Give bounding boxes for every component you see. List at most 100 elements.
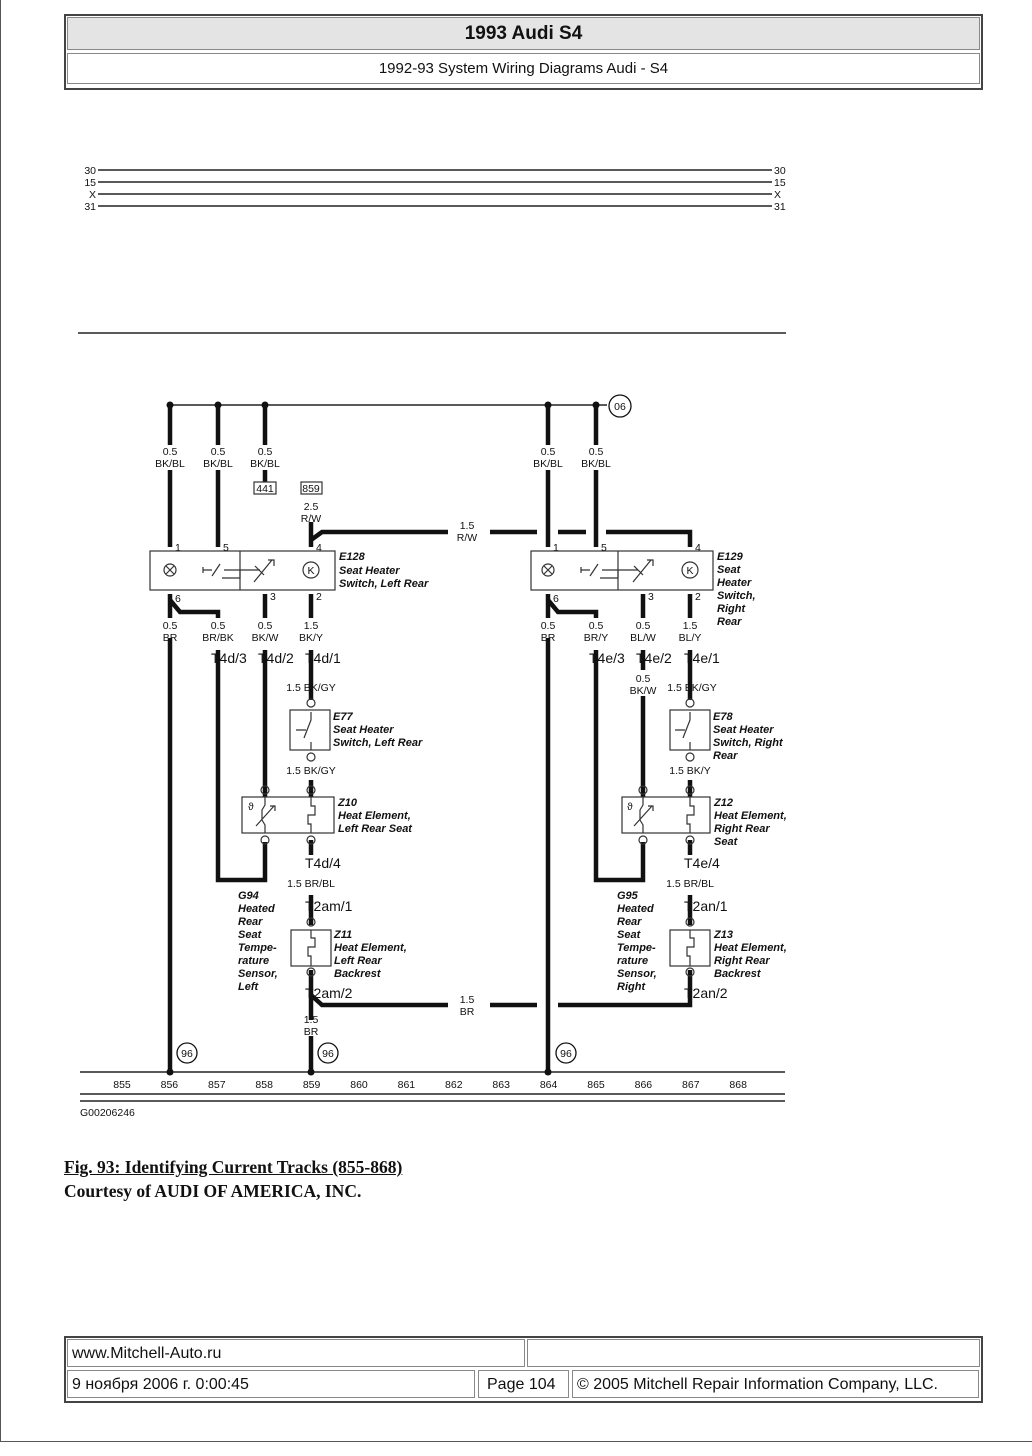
svg-text:Backrest: Backrest bbox=[714, 968, 762, 980]
svg-text:K: K bbox=[307, 565, 314, 577]
svg-text:96: 96 bbox=[181, 1048, 193, 1060]
sensor-g94-label: G94 Heated Rear Seat Tempe- rature Senso… bbox=[238, 890, 278, 993]
svg-text:3: 3 bbox=[648, 591, 654, 603]
ground-point-96-b: 96 bbox=[317, 1042, 339, 1064]
svg-text:Seat Heater: Seat Heater bbox=[333, 724, 394, 736]
svg-text:1.5: 1.5 bbox=[683, 620, 698, 632]
figure-courtesy: Courtesy of AUDI OF AMERICA, INC. bbox=[64, 1181, 362, 1201]
switch-e77: E77 Seat Heater Switch, Left Rear bbox=[289, 698, 423, 762]
track-number: 862 bbox=[445, 1079, 463, 1091]
svg-text:Heat Element,: Heat Element, bbox=[338, 810, 411, 822]
svg-text:BR: BR bbox=[460, 1006, 475, 1018]
svg-text:Left Rear: Left Rear bbox=[334, 955, 382, 967]
svg-text:Rear: Rear bbox=[713, 750, 738, 762]
svg-text:R/W: R/W bbox=[301, 513, 322, 525]
connector-t2an1: T2an/1 bbox=[684, 898, 728, 914]
svg-text:K: K bbox=[686, 565, 693, 577]
svg-text:1.5 BR/BL: 1.5 BR/BL bbox=[666, 878, 714, 890]
svg-text:Right: Right bbox=[717, 603, 746, 615]
svg-text:E129: E129 bbox=[717, 551, 744, 563]
svg-text:rature: rature bbox=[238, 955, 269, 967]
svg-text:G94: G94 bbox=[238, 890, 259, 902]
track-number: 866 bbox=[635, 1079, 653, 1091]
svg-text:Switch, Left Rear: Switch, Left Rear bbox=[339, 578, 429, 590]
svg-text:BK/W: BK/W bbox=[630, 685, 657, 697]
ref-circle-06: 06 bbox=[608, 394, 632, 418]
track-number: 858 bbox=[255, 1079, 273, 1091]
track-number: 857 bbox=[208, 1079, 226, 1091]
connector-t4d2: T4d/2 bbox=[258, 650, 294, 666]
connector-t4e3: T4e/3 bbox=[589, 650, 625, 666]
track-number: 861 bbox=[398, 1079, 416, 1091]
wires-top bbox=[167, 405, 693, 547]
svg-text:Sensor,: Sensor, bbox=[238, 968, 278, 980]
svg-text:0.5: 0.5 bbox=[211, 620, 226, 632]
page-subtitle: 1992-93 System Wiring Diagrams Audi - S4 bbox=[67, 53, 980, 84]
svg-text:BK/W: BK/W bbox=[252, 632, 279, 644]
bus-label-15: 15 bbox=[84, 177, 96, 189]
svg-text:Heater: Heater bbox=[717, 577, 752, 589]
svg-text:E128: E128 bbox=[339, 551, 366, 563]
svg-text:Tempe-: Tempe- bbox=[238, 942, 277, 954]
svg-text:G95: G95 bbox=[617, 890, 639, 902]
svg-text:Tempe-: Tempe- bbox=[617, 942, 656, 954]
svg-text:BR: BR bbox=[163, 632, 178, 644]
svg-text:6: 6 bbox=[553, 593, 559, 605]
track-number: 860 bbox=[350, 1079, 368, 1091]
connector-t4e1: T4e/1 bbox=[684, 650, 720, 666]
track-number: 856 bbox=[161, 1079, 179, 1091]
svg-text:5: 5 bbox=[223, 542, 229, 554]
svg-text:Heat Element,: Heat Element, bbox=[714, 810, 787, 822]
svg-text:0.5: 0.5 bbox=[163, 620, 178, 632]
track-number: 868 bbox=[729, 1079, 747, 1091]
footer-copyright: © 2005 Mitchell Repair Information Compa… bbox=[572, 1370, 979, 1398]
svg-text:Switch,: Switch, bbox=[717, 590, 756, 602]
svg-text:441: 441 bbox=[256, 483, 274, 495]
svg-text:BK/BL: BK/BL bbox=[203, 458, 233, 470]
svg-text:Rear: Rear bbox=[617, 916, 642, 928]
svg-text:E77: E77 bbox=[333, 711, 353, 723]
svg-text:Z13: Z13 bbox=[713, 929, 733, 941]
connector-t4d4: T4d/4 bbox=[305, 855, 341, 871]
svg-text:0.5: 0.5 bbox=[258, 620, 273, 632]
svg-text:0.5: 0.5 bbox=[258, 446, 273, 458]
page-footer: www.Mitchell-Auto.ru 9 ноября 2006 г. 0:… bbox=[64, 1336, 983, 1403]
svg-text:4: 4 bbox=[695, 542, 701, 554]
wires-left-lower bbox=[167, 594, 693, 1075]
svg-text:Right Rear: Right Rear bbox=[714, 955, 770, 967]
svg-text:Right: Right bbox=[617, 981, 646, 993]
svg-text:BK/Y: BK/Y bbox=[299, 632, 323, 644]
heat-element-z11: Z11 Heat Element, Left Rear Backrest bbox=[290, 917, 407, 980]
svg-text:BK/BL: BK/BL bbox=[533, 458, 563, 470]
track-number: 865 bbox=[587, 1079, 605, 1091]
svg-text:Backrest: Backrest bbox=[334, 968, 382, 980]
svg-text:0.5: 0.5 bbox=[636, 620, 651, 632]
connector-t4e4: T4e/4 bbox=[684, 855, 720, 871]
svg-text:0.5: 0.5 bbox=[211, 446, 226, 458]
figure-caption: Fig. 93: Identifying Current Tracks (855… bbox=[64, 1155, 402, 1203]
svg-text:ϑ: ϑ bbox=[627, 801, 633, 813]
track-number: 855 bbox=[113, 1079, 131, 1091]
ref-box-859: 859 bbox=[300, 481, 323, 495]
svg-text:Heat Element,: Heat Element, bbox=[334, 942, 407, 954]
footer-date: 9 ноября 2006 г. 0:00:45 bbox=[67, 1370, 475, 1398]
svg-text:1.5 BK/GY: 1.5 BK/GY bbox=[286, 765, 336, 777]
svg-text:BL/Y: BL/Y bbox=[679, 632, 702, 644]
svg-text:BR: BR bbox=[304, 1026, 319, 1038]
svg-text:BR/Y: BR/Y bbox=[584, 632, 609, 644]
svg-text:BR: BR bbox=[541, 632, 556, 644]
ref-box-441: 441 bbox=[253, 481, 277, 495]
bus-label-x-right: X bbox=[774, 189, 781, 201]
svg-text:0.5: 0.5 bbox=[541, 446, 556, 458]
connector-t2am1: T2am/1 bbox=[305, 898, 353, 914]
svg-text:0.5: 0.5 bbox=[589, 620, 604, 632]
svg-text:Left Rear Seat: Left Rear Seat bbox=[338, 823, 413, 835]
svg-text:96: 96 bbox=[322, 1048, 334, 1060]
track-number: 867 bbox=[682, 1079, 700, 1091]
svg-text:0.5: 0.5 bbox=[541, 620, 556, 632]
svg-text:1.5 BK/GY: 1.5 BK/GY bbox=[286, 682, 336, 694]
switch-e78: E78 Seat Heater Switch, Right Rear bbox=[669, 698, 784, 762]
svg-text:1.5 BK/GY: 1.5 BK/GY bbox=[667, 682, 717, 694]
